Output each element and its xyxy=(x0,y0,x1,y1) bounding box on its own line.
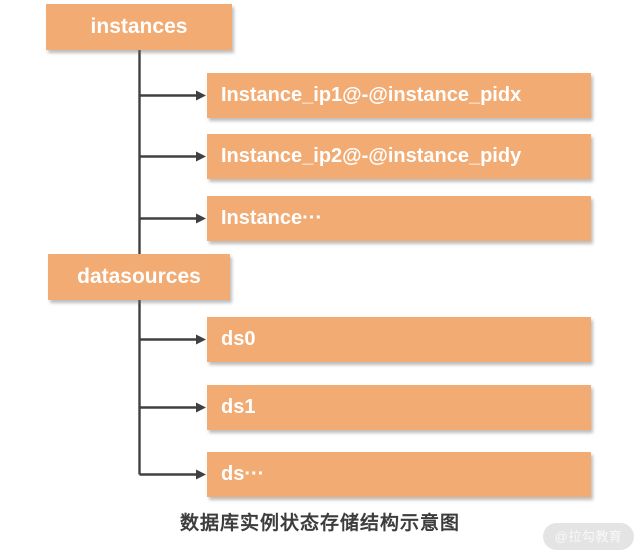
node-instances: instances xyxy=(46,4,232,50)
node-instance-ip1: Instance_ip1@-@instance_pidx xyxy=(207,73,591,118)
node-instance-ip2: Instance_ip2@-@instance_pidy xyxy=(207,134,591,179)
arrowhead-icon xyxy=(196,90,206,480)
node-ds0: ds0 xyxy=(207,317,591,362)
node-datasources: datasources xyxy=(48,254,230,300)
node-ds-more: ds··· xyxy=(207,452,591,497)
node-ds1: ds1 xyxy=(207,385,591,430)
node-instance-more: Instance··· xyxy=(207,196,591,241)
watermark-badge: @拉勾教育 xyxy=(543,523,634,550)
diagram-caption: 数据库实例状态存储结构示意图 xyxy=(179,513,460,534)
